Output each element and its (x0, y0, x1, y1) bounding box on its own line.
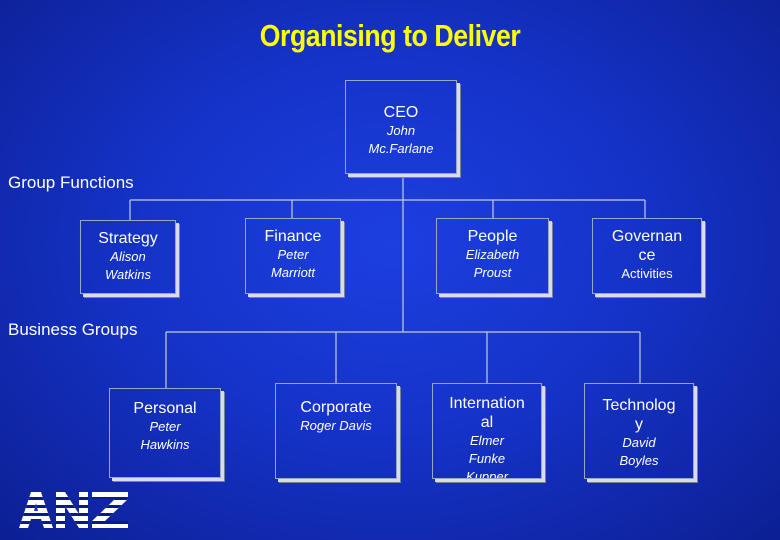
technology-name-line2: Boyles (619, 453, 659, 468)
personal-name-line2: Hawkins (140, 437, 190, 452)
ceo-box: CEO John Mc.Farlane (345, 80, 457, 174)
corporate-box: Corporate Roger Davis (275, 383, 397, 479)
governance-sub: Activities (621, 266, 673, 281)
international-name-line1: Elmer (470, 433, 504, 448)
business-groups-label: Business Groups (8, 320, 138, 339)
corporate-role: Corporate (300, 399, 372, 416)
governance-role-line2: ce (638, 247, 656, 264)
technology-box: Technolog y David Boyles (584, 383, 694, 479)
technology-name-line1: David (622, 435, 656, 450)
ceo-name-line2: Mc.Farlane (368, 141, 434, 156)
people-name-line2: Proust (473, 265, 512, 280)
international-box: Internation al Elmer Funke Kupper (432, 383, 542, 479)
people-name-line1: Elizabeth (465, 247, 520, 262)
international-name-line3: Kupper (466, 469, 508, 479)
page-title: Organising to Deliver (259, 18, 521, 53)
international-role-line2: al (480, 414, 494, 431)
people-role: People (467, 228, 518, 245)
personal-role: Personal (133, 400, 197, 417)
strategy-box: Strategy Alison Watkins (80, 220, 176, 294)
personal-box: Personal Peter Hawkins (109, 388, 221, 478)
finance-box: Finance Peter Marriott (245, 218, 341, 294)
strategy-name-line1: Alison (110, 249, 146, 264)
international-name-line2: Funke (468, 451, 506, 466)
ceo-name-line1: John (386, 123, 416, 138)
technology-role-line2: y (635, 416, 643, 433)
finance-role: Finance (264, 228, 322, 245)
corporate-name-line1: Roger Davis (300, 418, 372, 433)
finance-name-line2: Marriott (270, 265, 316, 280)
personal-name-line1: Peter (149, 419, 181, 434)
strategy-role: Strategy (98, 230, 158, 247)
anz-logo-icon (19, 492, 128, 528)
strategy-name-line2: Watkins (105, 267, 151, 282)
governance-box: Governan ce Activities (592, 218, 702, 294)
ceo-role: CEO (383, 104, 419, 121)
governance-role-line1: Governan (611, 228, 683, 245)
group-functions-label: Group Functions (8, 173, 134, 192)
finance-name-line1: Peter (277, 247, 309, 262)
people-box: People Elizabeth Proust (436, 218, 549, 294)
technology-role-line1: Technolog (602, 397, 676, 414)
international-role-line1: Internation (449, 395, 525, 412)
